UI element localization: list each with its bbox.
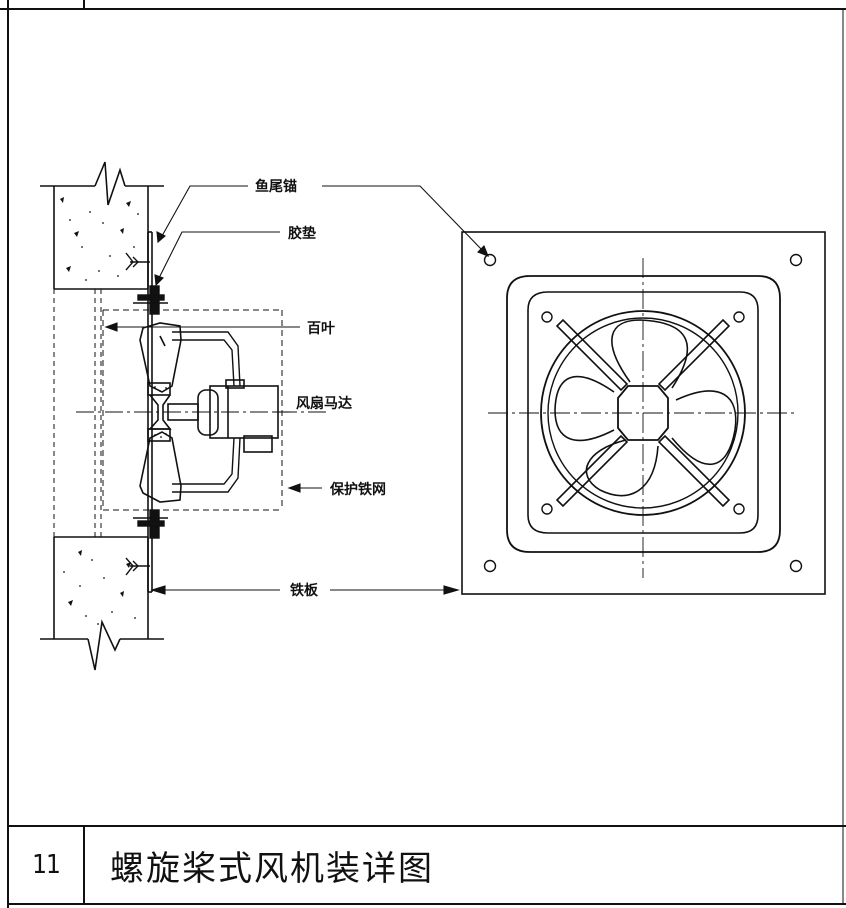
guard-struts bbox=[555, 318, 731, 508]
fan-envelope-dashed bbox=[102, 309, 283, 511]
mesh-bracket-lower bbox=[172, 437, 241, 493]
plate-mounting-holes bbox=[483, 253, 803, 573]
concrete-hatch-lower bbox=[63, 550, 136, 625]
side-section-view bbox=[40, 161, 330, 671]
iron-plate-front bbox=[461, 231, 826, 595]
fan-frame-outer bbox=[506, 275, 781, 553]
frame-screw-holes bbox=[541, 311, 745, 515]
callout-fishtail-anchor: 鱼尾锚 bbox=[255, 178, 297, 195]
gasket-upper bbox=[133, 285, 168, 315]
fishtail-anchor-lower bbox=[125, 557, 150, 576]
callout-iron-plate: 铁板 bbox=[290, 582, 319, 599]
fan-blade-upper bbox=[139, 322, 182, 396]
fan-motor-side bbox=[197, 379, 279, 453]
fan-frame-inner bbox=[527, 291, 759, 534]
drawing-number: 11 bbox=[32, 850, 61, 880]
wall-lower bbox=[40, 536, 164, 671]
drawing-title: 螺旋桨式风机装详图 bbox=[110, 848, 434, 889]
front-centerlines bbox=[488, 258, 798, 578]
front-view bbox=[461, 231, 826, 595]
wall-opening-dashed bbox=[53, 289, 102, 537]
fishtail-anchor-upper bbox=[125, 252, 150, 271]
blade-hatch bbox=[154, 386, 167, 438]
callout-protective-mesh: 保护铁网 bbox=[329, 481, 386, 498]
fan-blades-front bbox=[554, 319, 737, 497]
fan-hub-front bbox=[617, 385, 669, 441]
leader-lines bbox=[104, 185, 489, 595]
callout-fan-motor: 风扇马达 bbox=[296, 395, 352, 412]
concrete-hatch-upper bbox=[60, 197, 139, 281]
fan-blade-lower bbox=[139, 428, 182, 503]
callout-louver: 百叶 bbox=[307, 321, 335, 337]
wall-upper bbox=[40, 161, 164, 290]
mesh-bracket-upper bbox=[172, 331, 241, 387]
callout-rubber-gasket: 胶垫 bbox=[288, 225, 316, 242]
gasket-lower bbox=[133, 509, 168, 539]
